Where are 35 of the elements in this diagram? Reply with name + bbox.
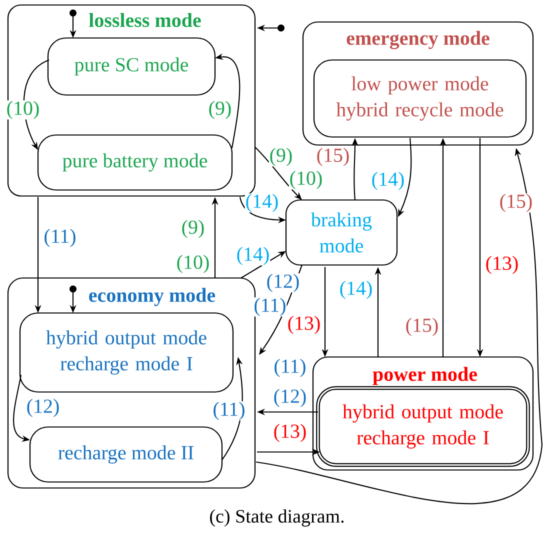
edge-label: (11) (43, 228, 77, 248)
state-box: hybrid output mode recharge mode I (316, 386, 530, 467)
arrow (254, 146, 302, 200)
start-dot (70, 286, 76, 292)
edge-label: (10) (6, 100, 40, 120)
condition-number: (11) (253, 297, 287, 317)
condition-number: (10) (288, 170, 324, 190)
condition-number: (12) (272, 388, 308, 408)
edge-label: (15) (498, 193, 534, 213)
edge-label: (11) (212, 401, 246, 421)
state-box: braking mode (285, 199, 398, 266)
edge-label: (11) (273, 358, 307, 378)
state-box: pure SC mode (47, 37, 216, 96)
edge-label: (9) (180, 219, 206, 239)
edge-label: (14) (370, 171, 406, 191)
start-dot (70, 10, 76, 16)
edge-label: (12) (266, 273, 300, 293)
edge-label: (13) (484, 255, 520, 275)
edge-label: (14) (236, 246, 270, 266)
state-box: recharge mode II (29, 426, 223, 483)
state-box: pure battery mode (37, 134, 233, 191)
edge-label: (13) (286, 315, 322, 335)
edge-label: (14) (244, 193, 280, 213)
state-box: hybrid output mode recharge mode I (19, 312, 234, 393)
edge-label: (12) (26, 398, 60, 418)
edge-label: (14) (338, 280, 374, 300)
edge-label: (9) (208, 100, 232, 120)
caption: (c) State diagram. (210, 509, 344, 527)
edge-label: (9) (268, 147, 294, 167)
start-dot (278, 24, 284, 32)
edge-label: (13) (272, 423, 308, 443)
edge-label: (15) (404, 317, 440, 337)
edge-label: (15) (316, 147, 350, 167)
state-box: low power mode hybrid recycle mode (313, 59, 527, 138)
condition-number: (10) (176, 254, 210, 274)
